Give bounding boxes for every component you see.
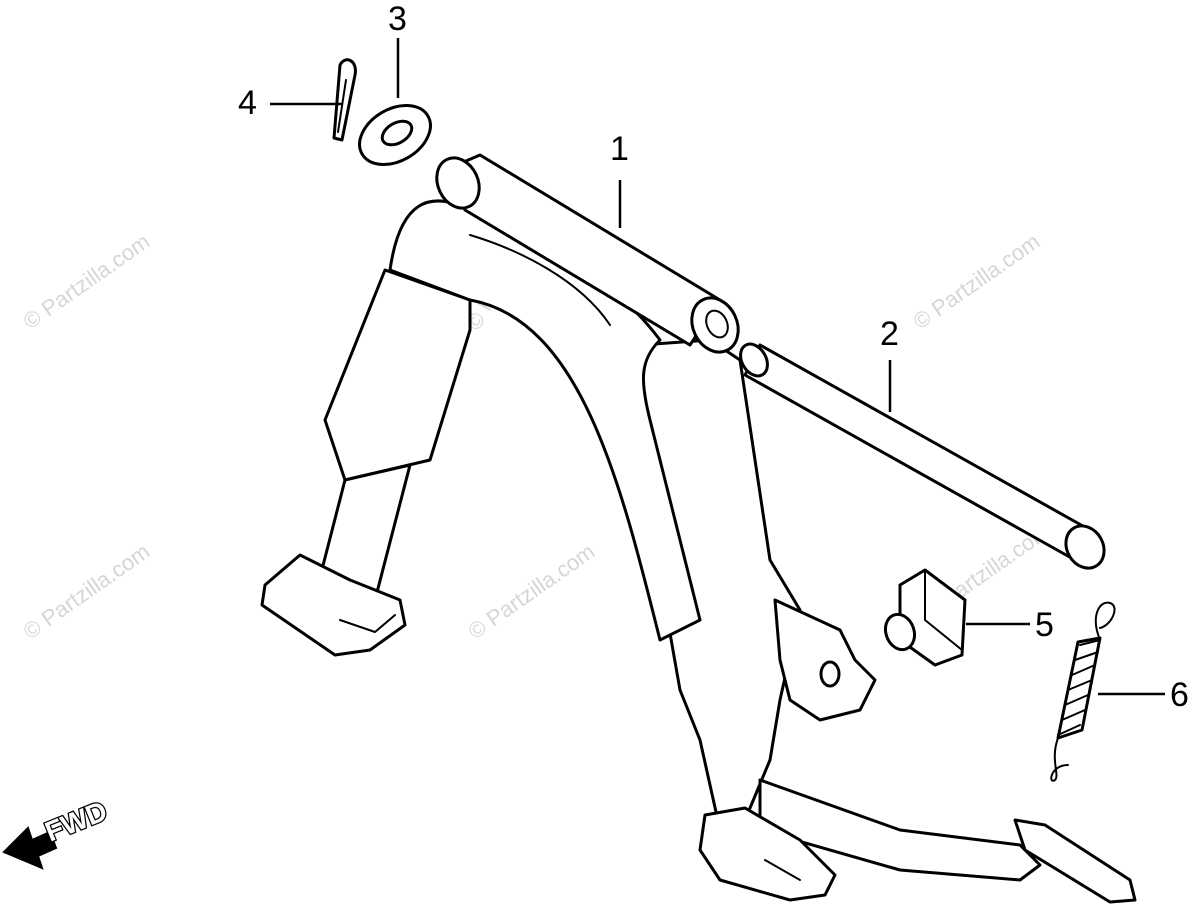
leader-lines [270, 38, 1165, 696]
callout-6: 6 [1170, 676, 1189, 714]
callout-1: 1 [610, 130, 629, 168]
fwd-indicator: FWD [2, 794, 113, 870]
washer-part [358, 104, 432, 166]
callout-5: 5 [1035, 606, 1054, 644]
watermark-text: © Partzilla.com [19, 229, 155, 335]
forward-arrow-icon [2, 826, 58, 870]
pivot-shaft-part [739, 342, 1106, 570]
callout-4: 4 [238, 84, 257, 122]
watermark-text: © Partzilla.com [464, 539, 600, 645]
callout-numbers: 1 2 3 4 5 6 [238, 0, 1189, 714]
cotter-pin-part [332, 58, 357, 142]
watermark-text: © Partzilla.com [909, 229, 1045, 335]
main-stand-part [260, 153, 1137, 904]
spring-part [1050, 601, 1116, 782]
stopper-part [883, 568, 967, 667]
fwd-label: FWD [41, 795, 112, 848]
watermark-text: © Partzilla.com [19, 539, 155, 645]
callout-3: 3 [388, 0, 407, 38]
callout-2: 2 [880, 315, 899, 353]
